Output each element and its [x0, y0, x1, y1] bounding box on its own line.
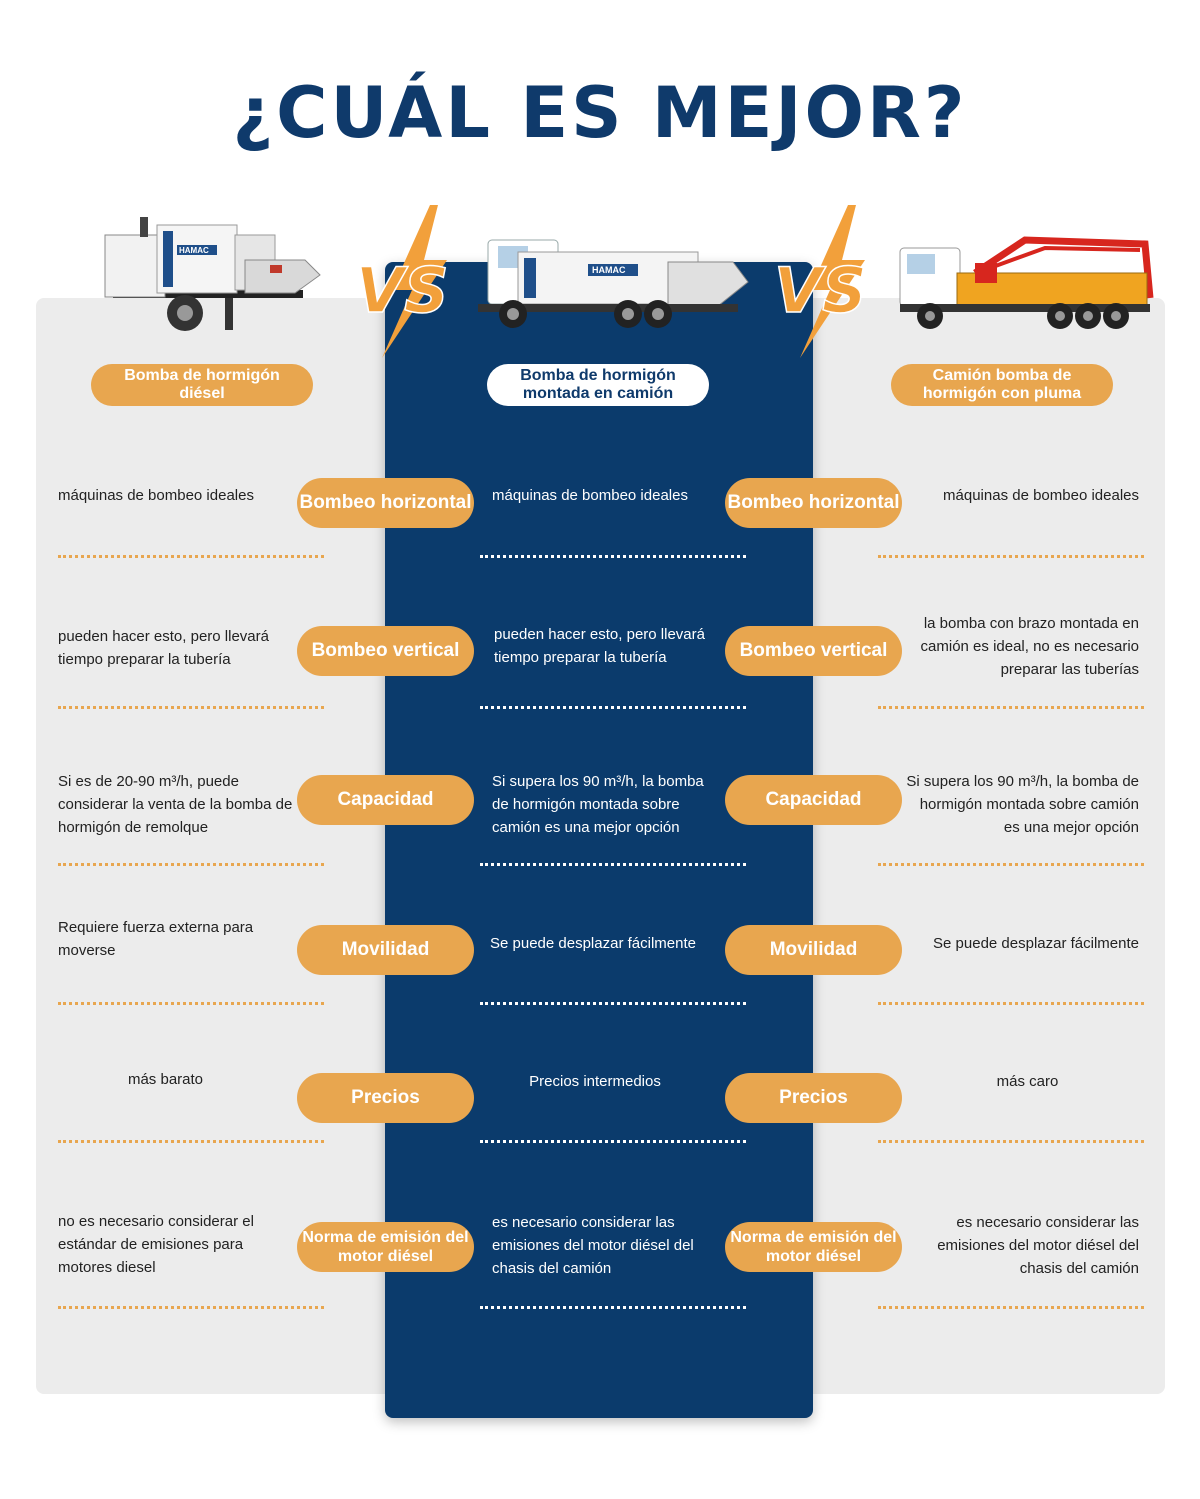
row-divider [878, 706, 1144, 709]
feature-label-emissions-right: Norma de emisión del motor diésel [725, 1222, 902, 1272]
feature-label-capacity-right: Capacidad [725, 775, 902, 825]
row-divider [878, 555, 1144, 558]
column-header-diesel-pump: Bomba de hormigón diésel [91, 364, 313, 406]
row-divider [58, 555, 324, 558]
cell-truck-emissions: es necesario considerar las emisiones de… [492, 1214, 694, 1277]
column-header-truck-mounted-pump: Bomba de hormigón montada en camión [487, 364, 709, 406]
cell-truck-capacity: Si supera los 90 m³/h, la bomba de hormi… [492, 773, 704, 836]
cell-boom-emissions: es necesario considerar las emisiones de… [937, 1214, 1139, 1277]
feature-label-mobility-left: Movilidad [297, 925, 474, 975]
vs-label-right: VS [774, 254, 867, 327]
row-divider [480, 1140, 746, 1143]
feature-label-capacity-left: Capacidad [297, 775, 474, 825]
row-divider [878, 863, 1144, 866]
feature-label-mobility-right: Movilidad [725, 925, 902, 975]
cell-boom-mobility: Se puede desplazar fácilmente [933, 935, 1139, 952]
feature-label-horizontal-right: Bombeo horizontal [725, 478, 902, 528]
vs-lightning-icon-right: VS [773, 205, 867, 358]
feature-label-vertical-left: Bombeo vertical [297, 626, 474, 676]
cell-diesel-price: más barato [127, 1071, 204, 1088]
hamac-logo-small: HAMAC [179, 246, 209, 255]
column-header-boom-pump-truck: Camión bomba de hormigón con pluma [891, 364, 1113, 406]
vs-lightning-icon-left: VS [355, 205, 449, 358]
diesel-trailer-pump-image: HAMAC [104, 217, 321, 331]
cell-truck-price: Precios intermedios [529, 1073, 661, 1090]
cell-diesel-vertical: pueden hacer esto, pero llevará tiempo p… [58, 628, 269, 668]
row-divider [58, 1306, 324, 1309]
row-divider [480, 863, 746, 866]
cell-truck-vertical: pueden hacer esto, pero llevará tiempo p… [494, 626, 705, 666]
vs-label-left: VS [356, 254, 449, 327]
page-title: ¿CUÁL ES MEJOR? [232, 72, 968, 154]
cell-boom-horizontal: máquinas de bombeo ideales [943, 487, 1139, 504]
hamac-logo-small: HAMAC [592, 265, 626, 275]
cell-truck-mobility: Se puede desplazar fácilmente [490, 935, 696, 952]
row-divider [878, 1306, 1144, 1309]
feature-label-vertical-right: Bombeo vertical [725, 626, 902, 676]
row-divider [878, 1140, 1144, 1143]
truck-mounted-pump-image: HAMAC [478, 239, 749, 328]
boom-pump-truck-image [899, 236, 1154, 329]
cell-truck-horizontal: máquinas de bombeo ideales [492, 487, 688, 504]
row-divider [480, 555, 746, 558]
cell-boom-capacity: Si supera los 90 m³/h, la bomba de hormi… [906, 773, 1139, 836]
row-divider [480, 1002, 746, 1005]
row-divider [58, 1140, 324, 1143]
row-divider [58, 1002, 324, 1005]
feature-label-price-left: Precios [297, 1073, 474, 1123]
cell-diesel-horizontal: máquinas de bombeo ideales [58, 487, 254, 504]
cell-boom-price: más caro [996, 1073, 1059, 1090]
cell-diesel-capacity: Si es de 20-90 m³/h, puede considerar la… [58, 773, 293, 836]
cell-boom-vertical: la bomba con brazo montada en camión es … [920, 615, 1139, 678]
cell-diesel-mobility: Requiere fuerza externa para moverse [58, 919, 254, 959]
row-divider [480, 706, 746, 709]
row-divider [58, 863, 324, 866]
feature-label-price-right: Precios [725, 1073, 902, 1123]
row-divider [480, 1306, 746, 1309]
cell-diesel-emissions: no es necesario considerar el estándar d… [58, 1213, 254, 1276]
row-divider [58, 706, 324, 709]
row-divider [878, 1002, 1144, 1005]
feature-label-emissions-left: Norma de emisión del motor diésel [297, 1222, 474, 1272]
feature-label-horizontal-left: Bombeo horizontal [297, 478, 474, 528]
